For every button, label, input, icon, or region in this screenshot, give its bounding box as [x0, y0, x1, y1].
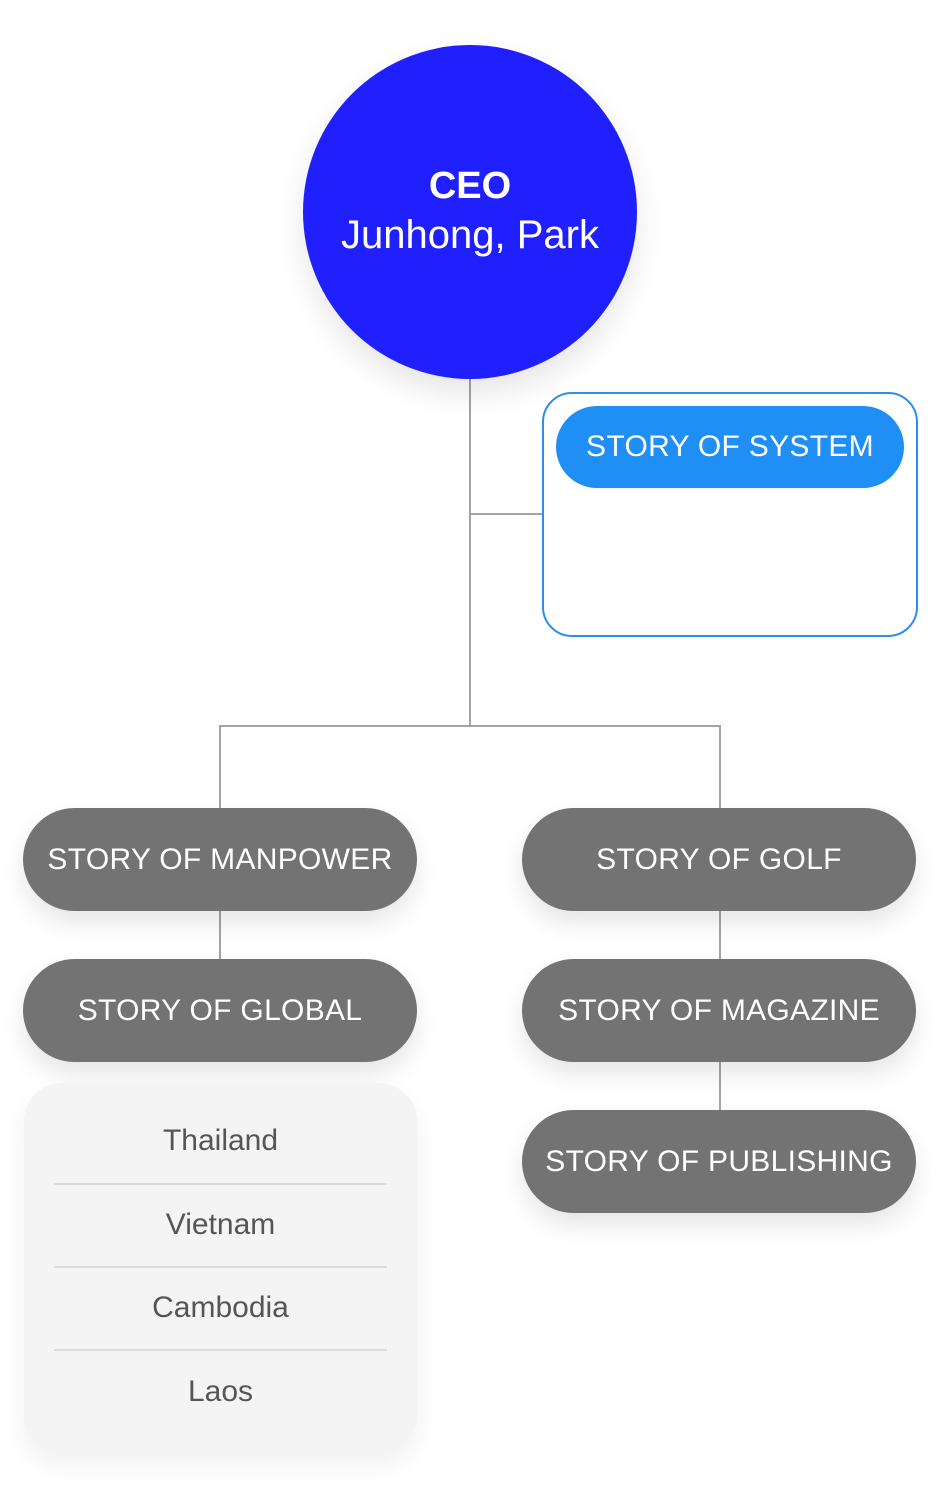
connector-right-drop	[719, 725, 721, 809]
manpower-node: STORY OF MANPOWER	[23, 808, 417, 911]
connector-golf-magazine	[719, 908, 721, 962]
golf-node: STORY OF GOLF	[522, 808, 916, 911]
system-node: STORY OF SYSTEM	[556, 406, 904, 488]
country-divider	[54, 1183, 387, 1185]
magazine-node: STORY OF MAGAZINE	[522, 959, 916, 1062]
connector-manpower-global	[219, 908, 221, 962]
connector-horizontal-split	[219, 725, 721, 727]
connector-magazine-publishing	[719, 1060, 721, 1114]
connector-left-drop	[219, 725, 221, 809]
global-node: STORY OF GLOBAL	[23, 959, 417, 1062]
country-divider	[54, 1349, 387, 1351]
ceo-name: Junhong, Park	[341, 213, 599, 257]
country-divider	[54, 1266, 387, 1268]
publishing-node: STORY OF PUBLISHING	[522, 1110, 916, 1213]
country-item-thailand: Thailand	[162, 1123, 279, 1157]
ceo-node: CEO Junhong, Park	[303, 45, 637, 379]
ceo-role: CEO	[428, 165, 512, 207]
connector-system-branch	[469, 513, 543, 515]
country-item-vietnam: Vietnam	[165, 1207, 276, 1241]
country-item-laos: Laos	[187, 1374, 254, 1408]
connector-ceo-trunk	[469, 378, 471, 727]
country-list: Thailand Vietnam Cambodia Laos	[24, 1083, 417, 1453]
country-item-cambodia: Cambodia	[152, 1290, 289, 1324]
